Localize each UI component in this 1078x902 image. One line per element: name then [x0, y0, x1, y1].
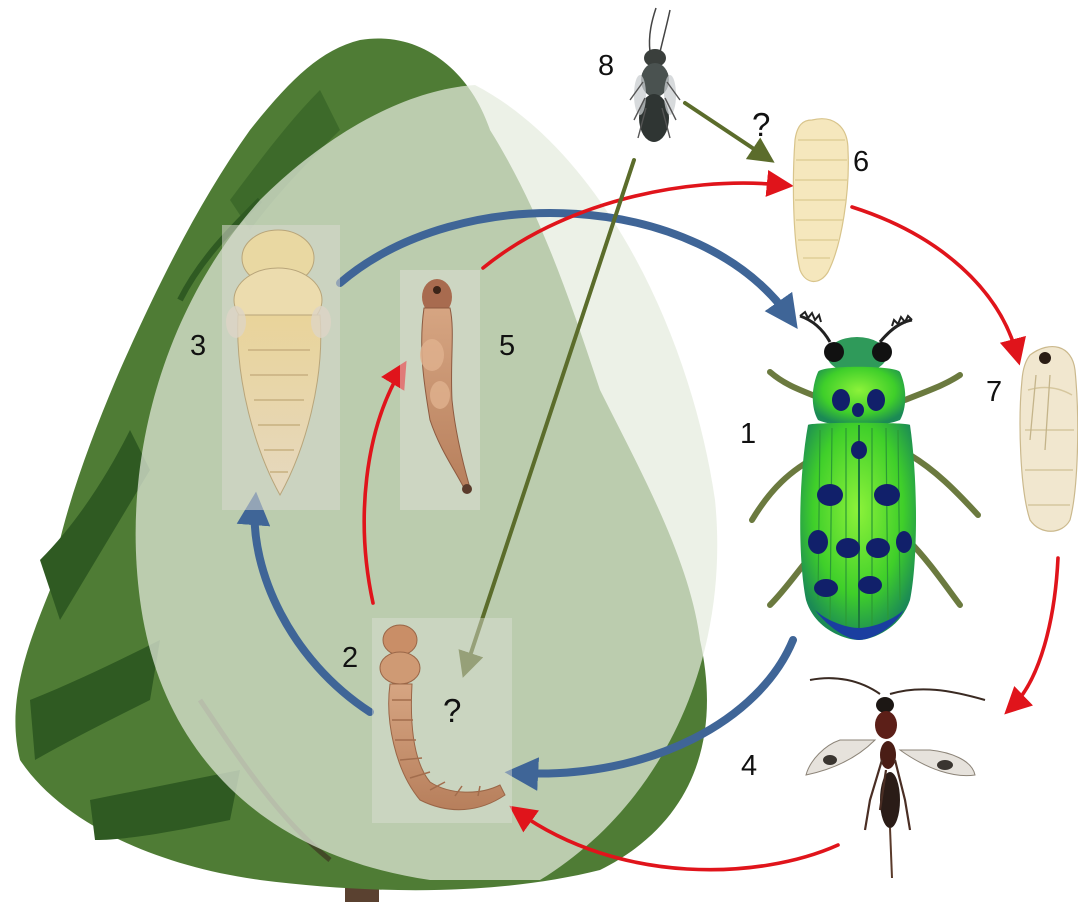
beetle-larva-icon [372, 618, 512, 823]
stage-label-5: 5 [499, 330, 515, 362]
beetle-pupa-icon [222, 225, 340, 510]
stage-label-7: 7 [986, 376, 1002, 408]
parasitized-larva-icon [400, 270, 480, 510]
stage-label-8: 8 [598, 50, 614, 82]
hyperparasitoid-wasp-icon [630, 8, 680, 142]
stage-label-2: 2 [342, 642, 358, 674]
stage-label-1: 1 [740, 418, 756, 450]
arrow-7-to-4 [1012, 558, 1058, 707]
parasitoid-pupa-icon [1020, 347, 1078, 532]
stage-label-6: 6 [853, 146, 869, 178]
unknown-mark-lower: ? [443, 692, 461, 729]
stage-label-4: 4 [741, 750, 757, 782]
jewel-beetle-icon [752, 312, 978, 640]
stage-label-3: 3 [190, 330, 206, 362]
unknown-mark-upper: ? [752, 106, 770, 143]
arrow-6-to-7 [852, 207, 1017, 355]
parasitoid-larva-icon [793, 119, 848, 282]
